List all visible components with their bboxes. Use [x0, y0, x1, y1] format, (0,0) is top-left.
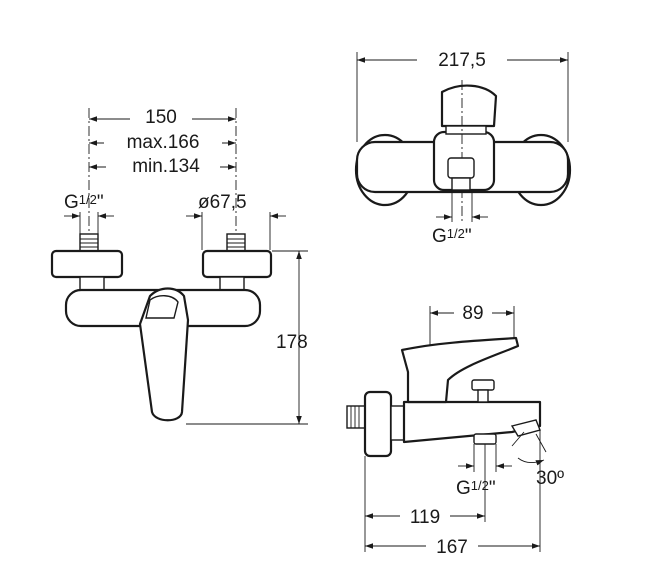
side-escutcheon — [363, 390, 393, 458]
top-width-label: 217,5 — [438, 50, 486, 71]
top-view: 217,5 G1/2" — [354, 46, 572, 247]
width-label: 150 — [145, 107, 177, 128]
side-wall-thread — [346, 405, 366, 429]
max-spacing-label: max.166 — [127, 132, 200, 153]
right-escutcheon — [201, 249, 273, 279]
side-diverter-knob — [471, 379, 495, 391]
top-handle — [440, 84, 498, 128]
top-outlet — [451, 177, 471, 191]
spout-outlet-label: 119 — [410, 507, 440, 528]
top-handle-neck — [445, 125, 487, 135]
min-spacing-label: min.134 — [132, 156, 200, 177]
top-diverter — [447, 157, 475, 179]
side-connection-label: G1/2" — [456, 478, 496, 499]
left-escutcheon — [50, 249, 124, 279]
lever-handle — [138, 287, 190, 422]
lever-reach-label: 89 — [462, 303, 483, 324]
height-label: 178 — [276, 332, 308, 353]
escutcheon-diameter-label: ø67,5 — [198, 192, 247, 213]
left-connection-label: G1/2" — [64, 192, 104, 213]
lever-cap — [145, 295, 179, 319]
side-lever — [400, 336, 520, 404]
side-view: 89 G1/2" 30º 119 — [346, 300, 564, 558]
top-connection-label: G1/2" — [432, 226, 472, 247]
side-shower-outlet — [473, 433, 497, 445]
side-diverter-stem — [477, 389, 489, 403]
front-view: 150 max.166 min.134 G1/2" ø67,5 — [50, 105, 308, 425]
total-depth-label: 167 — [436, 537, 468, 558]
outlet-angle-label: 30º — [536, 468, 564, 489]
